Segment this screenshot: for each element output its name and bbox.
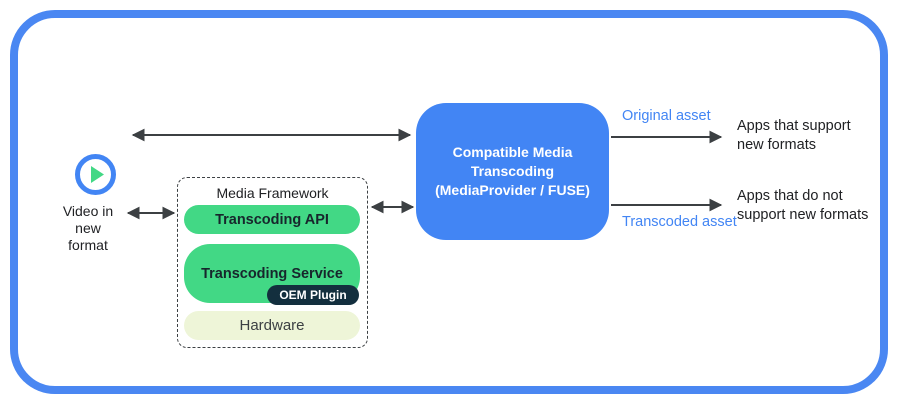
apps-support-new-formats-label: Apps that support new formats — [737, 117, 851, 155]
original-asset-label: Original asset — [622, 108, 711, 124]
transcoding-box-line: Compatible Media — [452, 144, 573, 160]
video-source-label: Video in new format — [48, 203, 128, 254]
media-framework-title: Media Framework — [216, 185, 329, 201]
play-icon — [75, 154, 116, 195]
apps-support-line: Apps that support — [737, 118, 851, 134]
video-source-label-line: Video in — [62, 203, 114, 219]
compatible-media-transcoding-box: Compatible Media Transcoding (MediaProvi… — [416, 103, 609, 240]
apps-support-line: new formats — [737, 137, 816, 153]
transcoding-service-label: Transcoding Service — [201, 265, 343, 282]
apps-not-support-new-formats-label: Apps that do not support new formats — [737, 187, 868, 225]
apps-nosupport-line: support new formats — [737, 207, 869, 223]
video-source-label-line: format — [68, 237, 108, 253]
media-framework-box: Media Framework Transcoding API Transcod… — [177, 177, 368, 348]
play-triangle-icon — [91, 166, 104, 183]
transcoding-service-layer: Transcoding Service OEM Plugin — [184, 244, 360, 305]
transcoding-api-layer: Transcoding API — [184, 205, 360, 234]
transcoding-box-line: (MediaProvider / FUSE) — [435, 182, 590, 198]
video-source-label-line: new — [75, 220, 101, 236]
transcoded-asset-label: Transcoded asset — [622, 214, 737, 230]
apps-nosupport-line: Apps that do not — [737, 188, 843, 204]
diagram-border — [10, 10, 888, 394]
transcoding-box-line: Transcoding — [470, 163, 555, 179]
oem-plugin-badge: OEM Plugin — [267, 285, 359, 305]
hardware-layer: Hardware — [184, 311, 360, 340]
